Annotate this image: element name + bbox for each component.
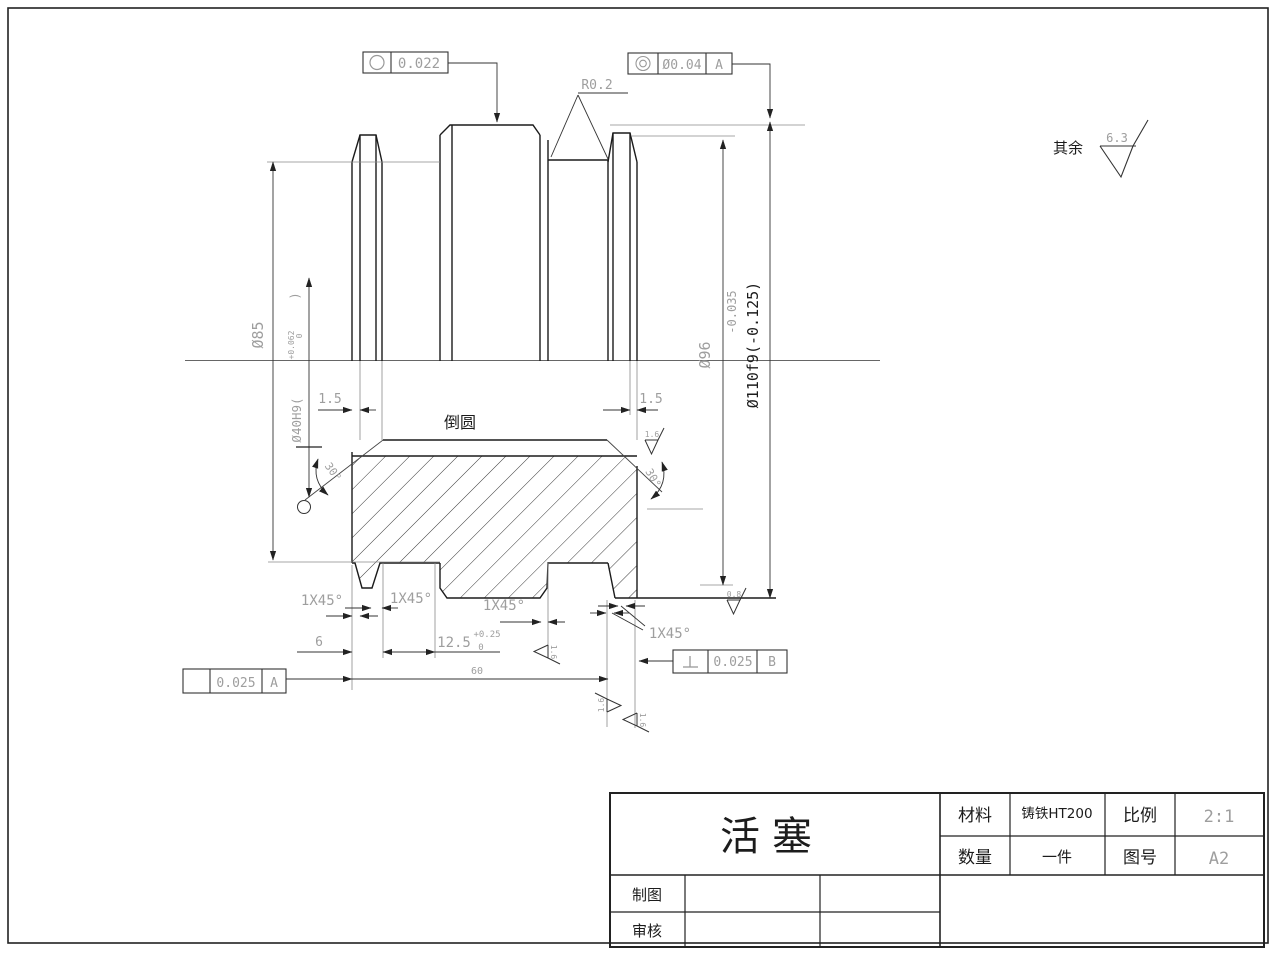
- roughness-value: 1.6: [597, 698, 606, 713]
- material-label: 材料: [958, 806, 992, 826]
- surface-flag-groove2: 1.6: [532, 644, 561, 665]
- dim-d40-close: ): [287, 292, 302, 300]
- material-value: 铸铁HT200: [1021, 806, 1092, 822]
- surface-flag-face1: 1.6: [594, 692, 623, 713]
- surface-flag-hole: 1.6: [644, 427, 665, 456]
- roughness-value: 0.8: [727, 590, 742, 599]
- surface-finish-icon: [621, 712, 650, 733]
- surface-finish-icon: [726, 587, 747, 616]
- part-title: 活塞: [720, 814, 824, 860]
- fcf-a-value: 0.025: [216, 676, 255, 691]
- dim-d40: Ø40H9(: [289, 397, 304, 442]
- surface-flag-face2: 1.6: [621, 712, 650, 733]
- angle-30-right: 30°: [642, 466, 663, 490]
- dim-d85: Ø85: [249, 321, 267, 348]
- roughness-value: 1.6: [549, 645, 558, 660]
- dim-d110-upper: -0.035: [725, 290, 739, 333]
- chamfer-label-4: 1X45°: [649, 626, 691, 642]
- extension-lines: [267, 124, 805, 728]
- angle-30-left: 30°: [322, 460, 344, 484]
- dwgno-value: A2: [1209, 849, 1229, 869]
- concentricity-icon: [635, 55, 651, 72]
- surface-finish-icon: [1099, 119, 1149, 179]
- drawn-label: 制图: [632, 886, 662, 904]
- dim-d96: Ø96: [696, 341, 714, 368]
- dim-6: 6: [315, 635, 323, 650]
- dim-12-5-up: +0.25: [473, 630, 500, 640]
- dim-d40-lower: 0: [295, 333, 304, 338]
- chamfer-label-3: 1X45°: [483, 598, 525, 614]
- fcf-datum-a: 0.025 A: [182, 668, 287, 694]
- dim-d110: Ø110f9(-0.125): [744, 282, 762, 408]
- concentricity-leader: [732, 63, 774, 119]
- fillet-note: 倒圆: [444, 413, 476, 432]
- qty-label: 数量: [958, 848, 992, 868]
- title-block: 活塞 材料 铸铁HT200 比例 2:1 数量 一件 图号 A2 制图 审核: [609, 792, 1265, 948]
- surface-flag-od: 0.8: [726, 587, 747, 616]
- fcf-perpendicularity: 0.025 B: [672, 649, 788, 674]
- concentricity-datum: A: [715, 58, 723, 73]
- dim-1-5-right: 1.5: [639, 392, 662, 407]
- fcf-a-datum: A: [270, 676, 278, 691]
- piston-section: [304, 439, 776, 599]
- dim-12-5: 12.5: [437, 635, 471, 651]
- section-hatch: [352, 456, 637, 598]
- roundness-leader: [448, 62, 501, 123]
- dim-d40-upper: +0.062: [287, 330, 296, 359]
- piston-top-profile: [351, 124, 638, 361]
- perpendicularity-icon: [683, 656, 698, 668]
- surface-finish-icon: [594, 692, 623, 713]
- surface-finish-icon: [644, 427, 665, 456]
- surface-finish-default: 其余 6.3: [1053, 119, 1149, 179]
- roughness-value: 1.6: [638, 713, 647, 728]
- fcf-concentricity: Ø0.04 A: [627, 52, 733, 75]
- surface-note-prefix: 其余: [1053, 139, 1083, 157]
- perpendicularity-datum: B: [768, 655, 776, 670]
- qty-value: 一件: [1042, 848, 1072, 866]
- roughness-value: 1.6: [645, 430, 660, 439]
- fcf-roundness: 0.022: [362, 51, 449, 74]
- checked-label: 审核: [632, 922, 662, 940]
- dim-60: 60: [471, 666, 483, 677]
- scale-value: 2:1: [1204, 807, 1235, 827]
- chamfer-label-1: 1X45°: [301, 593, 343, 609]
- surface-note-value: 6.3: [1106, 131, 1128, 145]
- dim-12-5-low: 0: [478, 643, 483, 653]
- dwgno-label: 图号: [1123, 848, 1157, 868]
- radius-label: R0.2: [581, 78, 612, 93]
- chamfer-label-2: 1X45°: [390, 591, 432, 607]
- roundness-icon: [369, 54, 385, 71]
- roundness-value: 0.022: [398, 56, 440, 72]
- surface-finish-icon: [532, 644, 561, 665]
- concentricity-value: Ø0.04: [662, 58, 701, 73]
- scale-label: 比例: [1123, 806, 1157, 826]
- datum-circle-icon: [297, 500, 311, 514]
- perpendicularity-value: 0.025: [713, 655, 752, 670]
- groove-radius-leader: R0.2: [550, 78, 628, 160]
- dim-1-5-left: 1.5: [318, 392, 341, 407]
- sheet-border: [7, 7, 1269, 944]
